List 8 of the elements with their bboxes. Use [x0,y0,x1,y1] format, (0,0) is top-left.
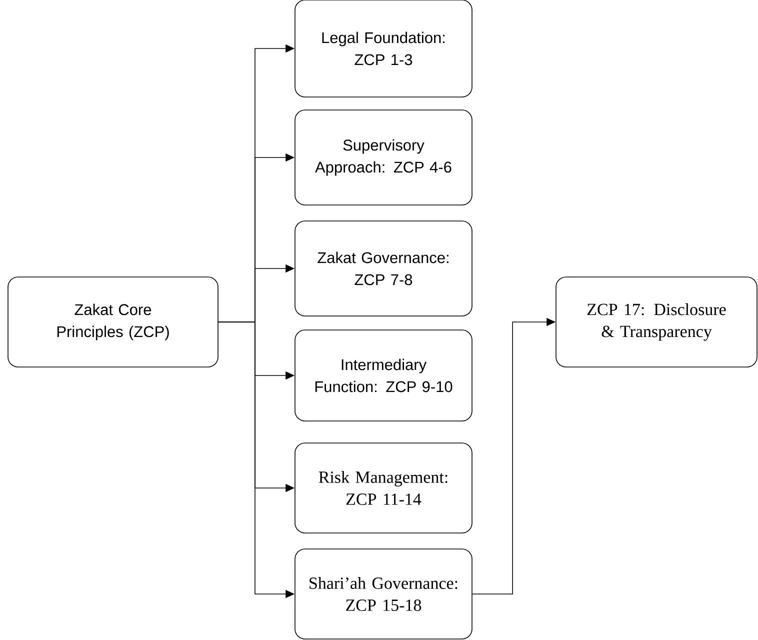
process-box: Supervisory Approach: ZCP 4-6 [294,110,472,206]
process-box: Shari’ah Governance: ZCP 15-18 [294,548,472,640]
process-box: Legal Foundation: ZCP 1-3 [294,0,472,98]
process-box: Zakat Core Principles (ZCP) [8,276,218,368]
process-box: Risk Management: ZCP 11-14 [294,442,472,534]
process-box: Zakat Governance: ZCP 7-8 [294,220,472,316]
process-box: ZCP 17: Disclosure & Transparency [556,276,758,368]
process-box: Intermediary Function: ZCP 9-10 [294,330,472,422]
